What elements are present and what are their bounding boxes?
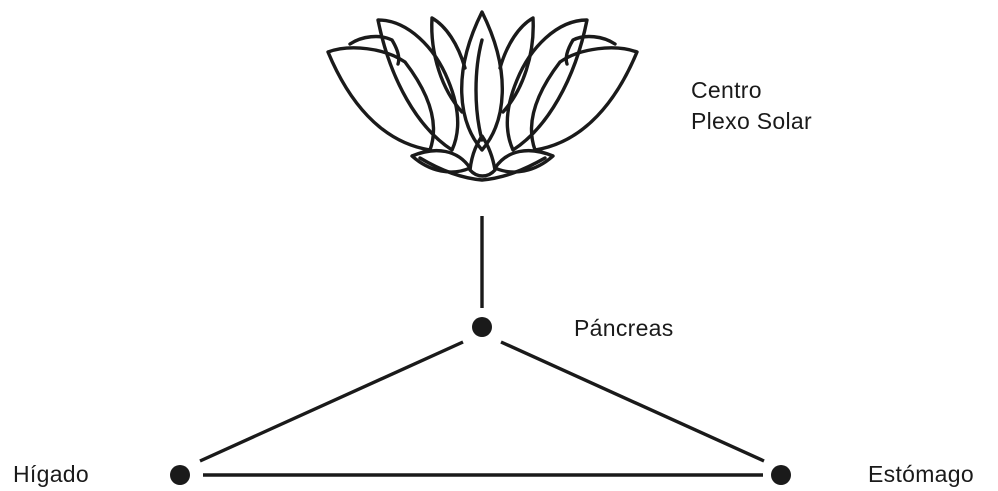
centro-plexo-solar-label: Centro Plexo Solar <box>691 75 812 137</box>
estomago-label: Estómago <box>868 459 974 490</box>
centro-label-line2: Plexo Solar <box>691 106 812 137</box>
centro-label-line1: Centro <box>691 75 812 106</box>
lotus-flower-icon <box>328 12 637 180</box>
pancreas-node <box>472 317 492 337</box>
pancreas-label: Páncreas <box>574 313 674 344</box>
higado-label: Hígado <box>13 459 89 490</box>
pancreas-higado-line <box>200 342 463 461</box>
higado-node <box>170 465 190 485</box>
estomago-node <box>771 465 791 485</box>
pancreas-estomago-line <box>501 342 764 461</box>
